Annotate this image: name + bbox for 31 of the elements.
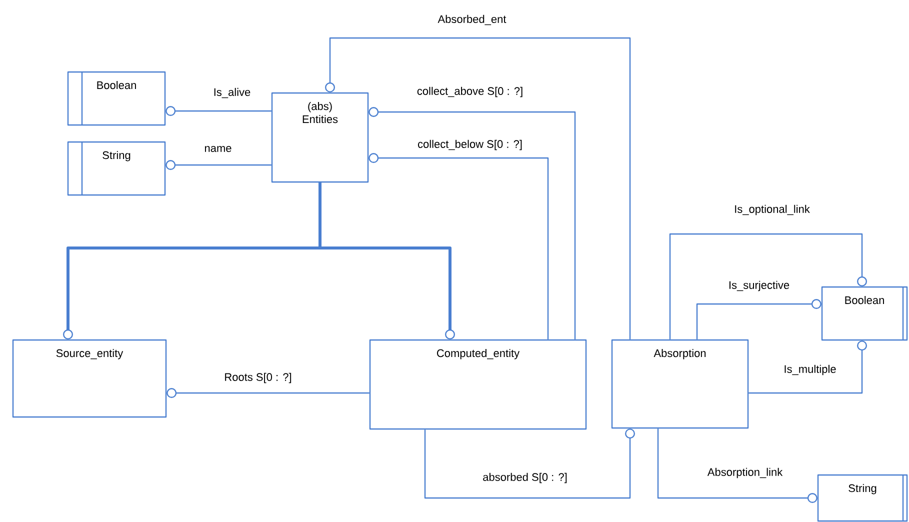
edge-label: name (203, 144, 233, 154)
entity-box: Computed_entity (369, 339, 587, 430)
edge-label: Is_alive (212, 86, 252, 100)
edge-label: Roots S[0 : ?] (223, 372, 293, 384)
edge-label: Absorbed_ent (436, 14, 508, 26)
relationship-line (325, 37, 631, 340)
type-box: Boolean (67, 71, 166, 126)
entity-box: Absorption (611, 339, 749, 429)
type-box: String (67, 141, 166, 196)
relationship-line (166, 160, 272, 170)
relationship-line (669, 233, 868, 340)
edge-label: collect_below S[0 : ?] (416, 138, 524, 152)
edge-label: Is_multiple (782, 364, 838, 376)
subtype-line (63, 182, 455, 340)
edge-label: collect_above S[0 : ?] (416, 86, 524, 98)
relationship-line (166, 388, 370, 398)
type-box: String (817, 474, 908, 522)
entity-box: (abs) Entities (271, 92, 369, 183)
relationship-line (748, 340, 868, 394)
relationship-line (368, 153, 549, 340)
relationship-line (424, 428, 635, 499)
type-box: Boolean (821, 286, 908, 341)
edge-label: Is_optional_link (733, 204, 811, 216)
entity-box: Source_entity (12, 339, 167, 418)
relationship-line (166, 106, 272, 116)
edge-label: Is_surjective (727, 280, 791, 292)
relationship-line (696, 299, 822, 340)
edge-label: Absorption_link (706, 466, 784, 480)
relationship-line (368, 107, 576, 340)
edge-label: absorbed S[0 : ?] (482, 472, 568, 484)
relationship-line (657, 428, 818, 504)
